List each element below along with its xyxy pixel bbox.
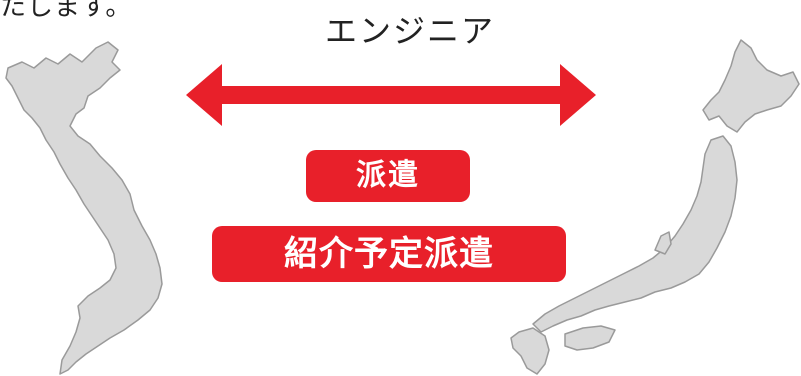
dispatch-badge: 派遣 (306, 150, 470, 202)
introduction-dispatch-badge: 紹介予定派遣 (212, 226, 566, 282)
engineer-title: エンジニア (324, 12, 495, 50)
double-arrow-icon (186, 64, 596, 126)
vietnam-map-icon (5, 41, 163, 375)
japan-map-icon (510, 39, 800, 375)
intro-text-fragment: たします。 (0, 0, 133, 22)
